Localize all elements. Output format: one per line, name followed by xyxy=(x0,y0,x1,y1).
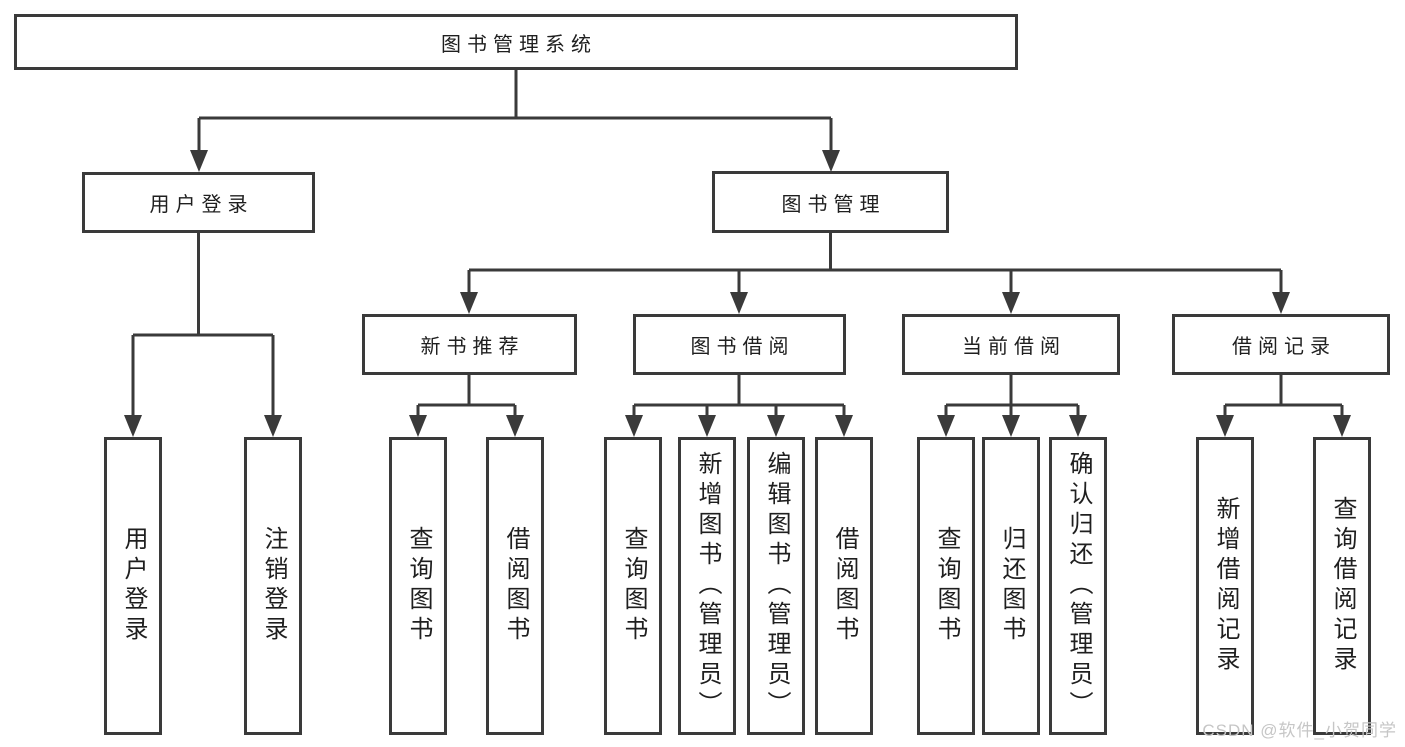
leaf-add-borrow-record: 新增借阅记录 xyxy=(1196,437,1254,735)
connector-root xyxy=(197,70,833,154)
connector-borrowing-records xyxy=(1223,375,1344,419)
connector-user-login xyxy=(131,233,275,419)
leaf-return-books: 归还图书 xyxy=(982,437,1040,735)
leaf-add-books-admin: 新增图书（管理员） xyxy=(678,437,736,735)
connector-book-borrowing xyxy=(632,375,846,419)
connector-new-book-recommendation xyxy=(416,375,517,419)
leaf-query-books: 查询图书 xyxy=(389,437,447,735)
connector-current-borrowing xyxy=(944,375,1080,419)
leaf-user-login: 用户登录 xyxy=(104,437,162,735)
leaf-borrow-books: 借阅图书 xyxy=(486,437,544,735)
node-library-system: 图书管理系统 xyxy=(14,14,1018,70)
connector-book-management xyxy=(467,233,1283,297)
watermark: CSDN @软件_小贺同学 xyxy=(1202,721,1397,740)
leaf-edit-books-admin: 编辑图书（管理员） xyxy=(747,437,805,735)
leaf-query-books: 查询图书 xyxy=(917,437,975,735)
arrowhead-icons xyxy=(124,150,1351,437)
leaf-query-books: 查询图书 xyxy=(604,437,662,735)
leaf-borrow-books: 借阅图书 xyxy=(815,437,873,735)
leaf-logout: 注销登录 xyxy=(244,437,302,735)
node-current-borrowing: 当前借阅 xyxy=(902,314,1120,375)
leaf-query-borrow-record: 查询借阅记录 xyxy=(1313,437,1371,735)
node-book-management: 图书管理 xyxy=(712,171,949,233)
leaf-confirm-return-admin: 确认归还（管理员） xyxy=(1049,437,1107,735)
node-user-login: 用户登录 xyxy=(82,172,315,233)
node-new-book-recommendation: 新书推荐 xyxy=(362,314,577,375)
node-book-borrowing: 图书借阅 xyxy=(633,314,846,375)
node-borrowing-records: 借阅记录 xyxy=(1172,314,1390,375)
